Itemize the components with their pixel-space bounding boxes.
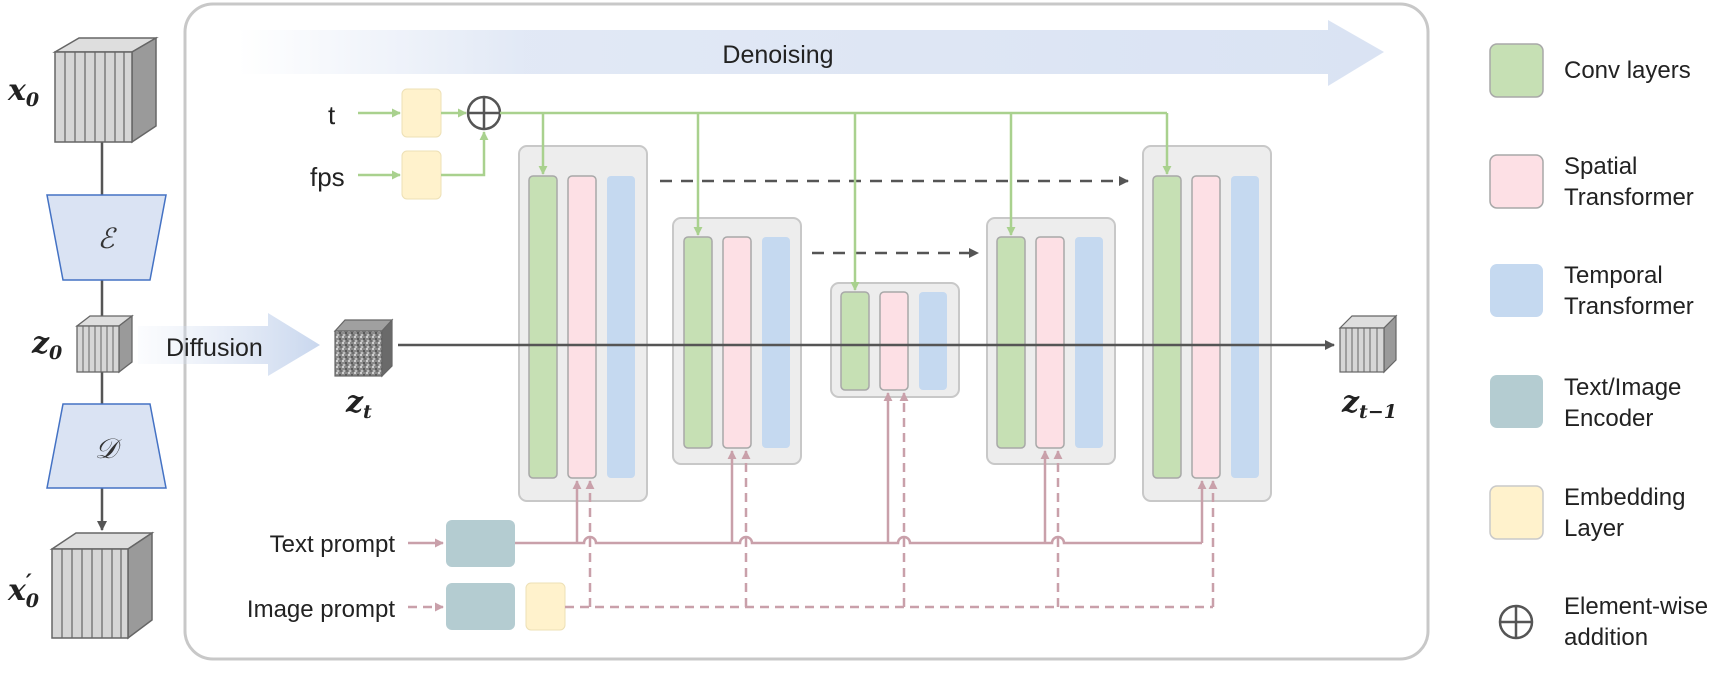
- denoising-banner: Denoising: [238, 20, 1384, 86]
- x0-label: x0: [7, 73, 39, 111]
- diffusion-arrow: Diffusion: [138, 313, 320, 376]
- encoder-block: ℰ: [46, 194, 167, 281]
- element-wise-addition-node: [466, 95, 502, 131]
- z0-latent-cube: [75, 314, 134, 374]
- encoder-symbol: ℰ: [98, 222, 118, 255]
- x0-frames-cube: [52, 36, 159, 144]
- t-input-label: t: [328, 100, 336, 130]
- denoising-label: Denoising: [722, 41, 833, 69]
- unet-block-1: [518, 145, 648, 502]
- legend-label-conv-layers: Conv layers: [1564, 57, 1691, 84]
- spatial-transformer: [722, 236, 752, 449]
- zt-minus-1-label: zt−1: [1341, 385, 1397, 423]
- legend-swatch-spatial-transformer: [1489, 154, 1544, 209]
- temporal-transformer: [1231, 176, 1259, 478]
- text-prompt-label: Text prompt: [270, 531, 396, 558]
- autoencoder-column: x0 ℰ z0 𝒟 x′0: [7, 36, 167, 640]
- zt-label: zt: [345, 385, 372, 423]
- spatial-transformer: [567, 175, 597, 479]
- unet-block-5: [1142, 145, 1272, 502]
- decoder-block: 𝒟: [46, 403, 167, 489]
- unet-block-2: [672, 217, 802, 465]
- fps-embedding-layer: [401, 150, 442, 200]
- conv-layer: [996, 236, 1026, 449]
- conv-layer: [683, 236, 713, 449]
- unet-block-3: [830, 282, 960, 398]
- conv-layer: [1152, 175, 1182, 479]
- time-embedding-bus: [500, 111, 1172, 291]
- text-conditioning-lines: [515, 392, 1207, 545]
- image-conditioning-lines: [565, 392, 1218, 609]
- spatial-transformer: [1035, 236, 1065, 449]
- legend-swatch-conv-layers: [1489, 43, 1544, 98]
- text-encoder: [446, 520, 515, 567]
- conv-layer: [528, 175, 558, 479]
- spatial-transformer: [1191, 175, 1221, 479]
- temporal-transformer: [1075, 237, 1103, 448]
- z0-label: z0: [31, 326, 62, 364]
- legend-swatch-embedding-layer: [1489, 485, 1544, 540]
- temporal-transformer: [607, 176, 635, 478]
- temporal-transformer: [762, 237, 790, 448]
- conv-layer: [840, 291, 870, 391]
- zt-minus-1-latent-cube: [1338, 314, 1398, 374]
- unet-block-4: [986, 217, 1116, 465]
- x0-prime-label: x′0: [7, 570, 39, 612]
- spatial-transformer: [879, 291, 909, 391]
- temporal-transformer: [919, 292, 947, 390]
- image-prompt-label: Image prompt: [247, 596, 395, 623]
- t-embedding-layer: [401, 88, 442, 138]
- image-encoder: [446, 583, 515, 630]
- fps-input-label: fps: [310, 162, 345, 192]
- diffusion-label: Diffusion: [166, 334, 263, 362]
- legend-swatch-temporal-transformer: [1490, 264, 1543, 317]
- x0-prime-frames-cube: [49, 531, 155, 640]
- legend-element-wise-addition-icon: [1498, 604, 1534, 640]
- legend-swatch-text-image-encoder: [1490, 375, 1543, 428]
- image-embedding-layer: [525, 582, 566, 631]
- zt-noisy-latent-cube: [333, 318, 394, 378]
